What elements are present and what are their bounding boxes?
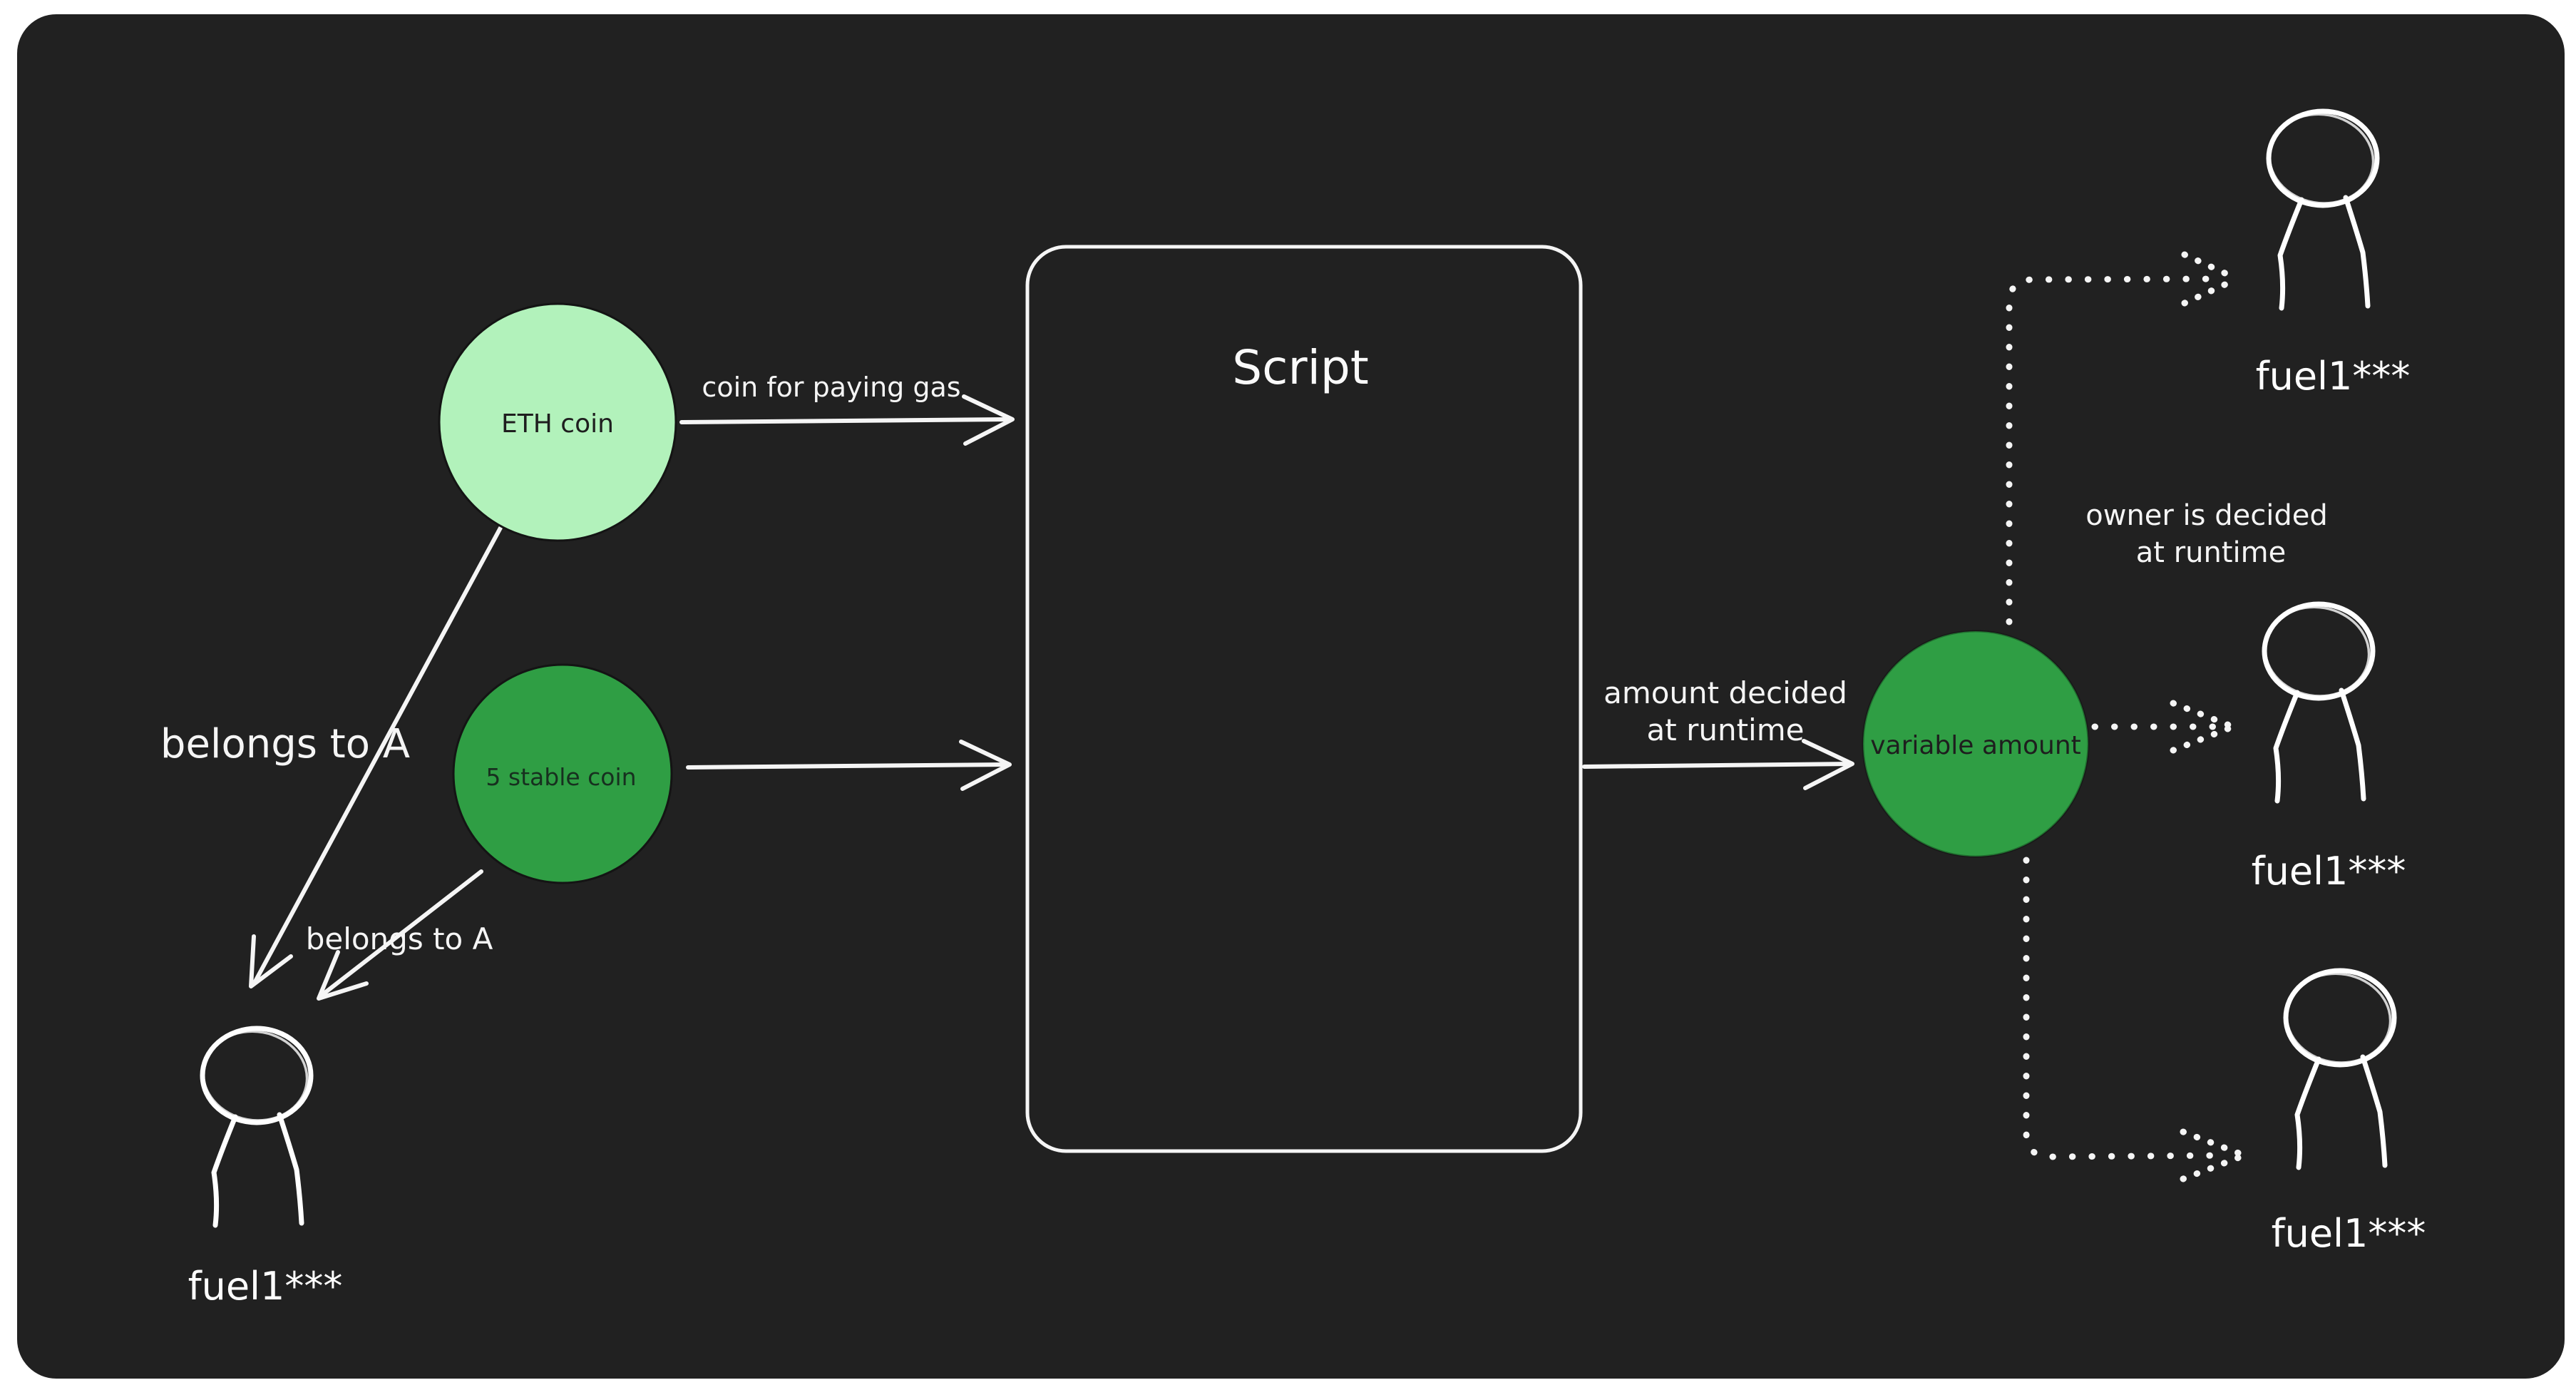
owner-decided-label-line1: owner is decided: [2085, 499, 2327, 532]
stable-coin-node: [452, 663, 673, 884]
eth-coin-node: [438, 302, 677, 542]
script-title: Script: [1232, 340, 1368, 395]
stable-coin-label: 5 stable coin: [486, 763, 636, 791]
arrow-stable-to-wallet: [317, 869, 483, 1001]
gas-edge-label: coin for paying gas: [702, 372, 960, 403]
dotted-arrow-variable-to-wallet-middle: [2091, 700, 2237, 754]
belongs-to-a-label-big: belongs to A: [160, 721, 410, 767]
wallet-right-bottom-label: fuel1***: [2272, 1211, 2426, 1256]
arrow-eth-to-script: [679, 394, 1015, 446]
owner-decided-label-line2: at runtime: [2136, 536, 2286, 569]
arrow-stable-to-script: [686, 740, 1012, 791]
canvas-panel: [17, 14, 2565, 1379]
variable-amount-node: [1862, 630, 2090, 858]
variable-amount-label: variable amount: [1870, 731, 2081, 760]
amount-decided-label-line2: at runtime: [1647, 712, 1805, 747]
wallet-right-middle-label: fuel1***: [2252, 849, 2406, 894]
belongs-to-a-label-small: belongs to A: [306, 921, 493, 956]
amount-decided-label-line1: amount decided: [1603, 675, 1847, 710]
dotted-arrow-variable-to-wallet-top: [2006, 251, 2241, 625]
eth-coin-label: ETH coin: [501, 409, 614, 439]
wallet-right-top-label: fuel1***: [2256, 354, 2411, 399]
arrow-eth-to-wallet: [249, 526, 503, 988]
dotted-arrow-variable-to-wallet-bottom: [2023, 857, 2248, 1182]
arrow-script-to-variable: [1582, 739, 1854, 790]
script-box: [1025, 245, 1583, 1153]
wallet-left-label: fuel1***: [188, 1264, 343, 1309]
